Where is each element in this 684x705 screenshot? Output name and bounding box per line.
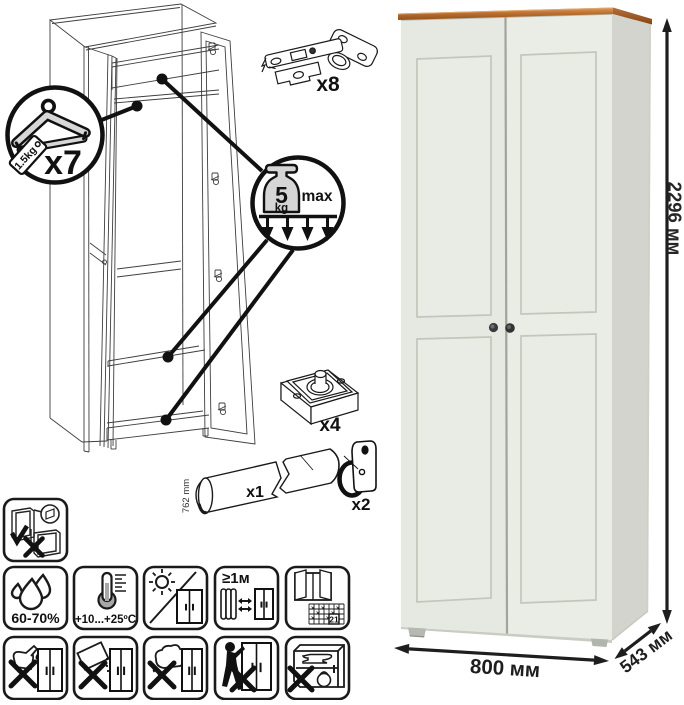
svg-text:+10...+25ºC: +10...+25ºC bbox=[75, 614, 136, 626]
svg-text:kg: kg bbox=[275, 203, 288, 215]
svg-text:2296 мм: 2296 мм bbox=[665, 182, 684, 256]
svg-text:x4: x4 bbox=[319, 415, 341, 436]
svg-text:x8: x8 bbox=[316, 73, 340, 96]
svg-text:60-70%: 60-70% bbox=[11, 610, 60, 626]
svg-text:max: max bbox=[301, 188, 332, 205]
svg-text:800 мм: 800 мм bbox=[469, 655, 541, 682]
svg-text:x1: x1 bbox=[246, 484, 264, 501]
svg-text:x7: x7 bbox=[44, 144, 82, 182]
svg-text:21: 21 bbox=[329, 615, 339, 625]
svg-text:x2: x2 bbox=[352, 495, 371, 514]
svg-text:≥1м: ≥1м bbox=[222, 570, 250, 587]
svg-text:762 mm: 762 mm bbox=[181, 479, 192, 513]
